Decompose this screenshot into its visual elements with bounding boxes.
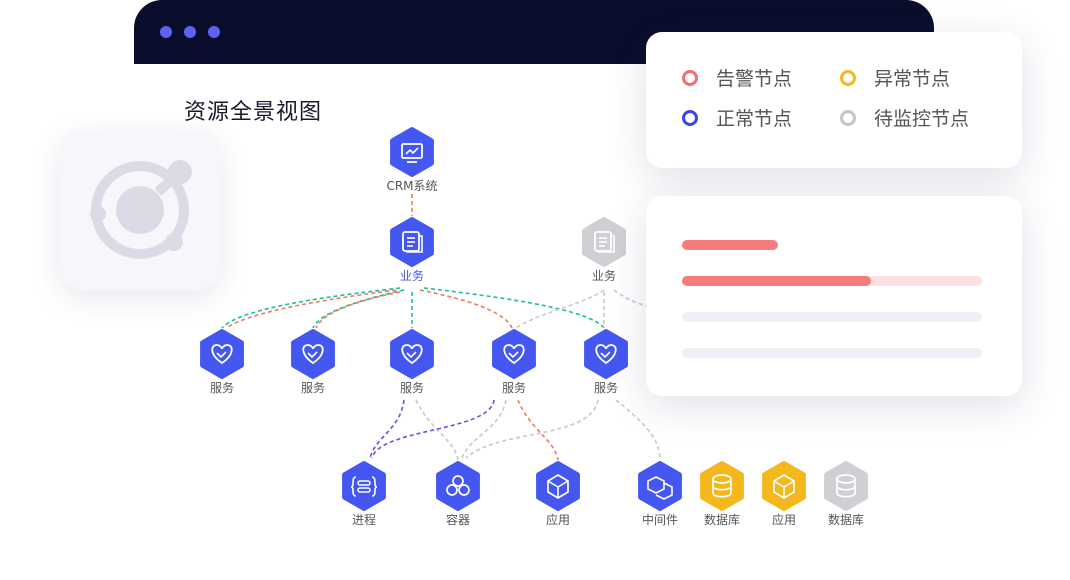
edge-svc4-cont	[462, 400, 506, 458]
node-label: 进程	[352, 512, 376, 527]
node-biz2[interactable]: 业务	[584, 219, 624, 283]
node-svc5[interactable]: 服务	[586, 331, 626, 395]
node-biz1[interactable]: 业务	[392, 219, 432, 283]
edge-biz2-svc4	[516, 290, 604, 328]
legend-abnormal-label: 异常节点	[874, 64, 950, 91]
legend-item-normal: 正常节点	[682, 104, 792, 131]
node-label: 服务	[594, 380, 618, 395]
node-hexagon	[702, 463, 742, 509]
node-mid[interactable]: 中间件	[640, 463, 680, 527]
node-app2[interactable]: 应用	[764, 463, 804, 527]
node-app1[interactable]: 应用	[538, 463, 578, 527]
edge-biz1-svc1	[222, 288, 400, 328]
node-label: 应用	[772, 512, 796, 527]
placeholder-line-2	[682, 348, 982, 358]
node-label: 数据库	[828, 512, 864, 527]
legend-pending-label: 待监控节点	[874, 104, 969, 131]
node-hexagon	[640, 463, 680, 509]
node-label: 应用	[546, 512, 570, 527]
detail-title-bar	[682, 240, 778, 250]
node-svc3[interactable]: 服务	[392, 331, 432, 395]
node-db2[interactable]: 数据库	[826, 463, 866, 527]
node-label: 容器	[446, 512, 470, 527]
edge-biz1-svc4	[420, 290, 512, 328]
node-hexagon	[826, 463, 866, 509]
node-hexagon	[764, 463, 804, 509]
node-label: 中间件	[642, 512, 678, 527]
node-hexagon	[202, 331, 242, 377]
legend-item-alarm: 告警节点	[682, 64, 792, 91]
node-label: 业务	[592, 268, 616, 283]
node-svc4[interactable]: 服务	[494, 331, 534, 395]
legend-normal-label: 正常节点	[716, 104, 792, 131]
progress-track	[682, 276, 982, 286]
node-label: 服务	[210, 380, 234, 395]
node-hexagon	[392, 331, 432, 377]
legend-abnormal-marker	[840, 70, 856, 86]
node-proc[interactable]: 进程	[344, 463, 384, 527]
node-hexagon	[538, 463, 578, 509]
edge-svc5-mid	[616, 400, 660, 460]
edge-biz2-offscreen	[614, 290, 650, 306]
legend-item-pending: 待监控节点	[840, 104, 969, 131]
progress-fill	[682, 276, 871, 286]
edge-svc3-cont	[416, 400, 458, 460]
node-cont[interactable]: 容器	[438, 463, 478, 527]
edge-svc4-proc	[372, 400, 494, 458]
legend-pending-marker	[840, 110, 856, 126]
node-crm[interactable]: CRM系统	[386, 129, 437, 193]
node-label: 服务	[502, 380, 526, 395]
legend-alarm-label: 告警节点	[716, 64, 792, 91]
node-svc2[interactable]: 服务	[293, 331, 333, 395]
node-hexagon	[344, 463, 384, 509]
edge-svc3-proc	[370, 400, 404, 458]
edge-biz1-svc5	[424, 288, 604, 328]
node-label: 服务	[400, 380, 424, 395]
placeholder-line-1	[682, 312, 982, 322]
edge-biz1-svc1-alt	[226, 290, 396, 328]
node-hexagon	[293, 331, 333, 377]
node-label: 服务	[301, 380, 325, 395]
node-db1[interactable]: 数据库	[702, 463, 742, 527]
legend-normal-marker	[682, 110, 698, 126]
node-hexagon	[494, 331, 534, 377]
legend-card: 告警节点 异常节点 正常节点 待监控节点	[646, 32, 1022, 168]
detail-card	[646, 196, 1022, 396]
node-svc1[interactable]: 服务	[202, 331, 242, 395]
edge-svc5-cont	[466, 400, 598, 458]
legend-alarm-marker	[682, 70, 698, 86]
node-label: 数据库	[704, 512, 740, 527]
legend-item-abnormal: 异常节点	[840, 64, 950, 91]
node-hexagon	[586, 331, 626, 377]
node-label: CRM系统	[386, 179, 437, 193]
node-label: 业务	[400, 268, 424, 283]
